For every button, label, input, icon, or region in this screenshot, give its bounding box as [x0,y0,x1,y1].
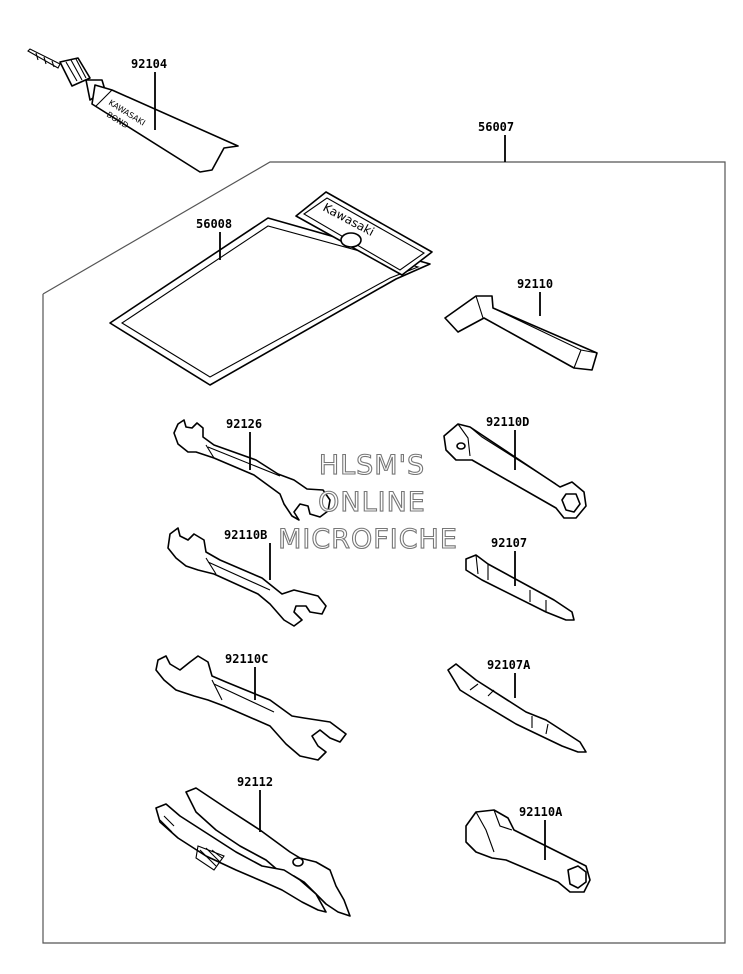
socket-drawing [465,809,591,893]
watermark-line-3: MICROFICHE [278,524,458,555]
part-labels: 92104 56007 56008 92110 92126 92110D 921… [131,57,563,819]
wrench-92110B-drawing [167,527,327,627]
tool-kit-case-outline [42,161,726,944]
screwdriver-92107A-drawing [447,663,587,753]
label-92112: 92112 [237,775,273,789]
box-wrench-drawing [443,423,587,519]
wrench-92126-drawing [173,419,331,521]
screwdriver-92107-drawing [465,554,575,621]
watermark: HLSM'S ONLINE MICROFICHE [278,449,458,555]
label-92110B: 92110B [224,528,267,542]
label-56007: 56007 [478,120,514,134]
label-92110A: 92110A [519,805,563,819]
hex-key-drawing [444,295,598,371]
label-56008: 56008 [196,217,232,231]
watermark-line-1: HLSM'S [319,450,425,481]
label-92107A: 92107A [487,658,531,672]
label-92104: 92104 [131,57,167,71]
bond-tube-drawing: KAWASAKI BOND [27,48,239,173]
label-92110: 92110 [517,277,553,291]
pliers-drawing [155,787,351,917]
watermark-line-2: ONLINE [318,487,426,518]
label-92110C: 92110C [225,652,268,666]
label-92107: 92107 [491,536,527,550]
wrench-92110C-drawing [155,655,347,761]
label-92126: 92126 [226,417,262,431]
label-92110D: 92110D [486,415,529,429]
tool-bag-drawing: Kawasaki [109,191,433,386]
leader-lines [154,72,546,860]
